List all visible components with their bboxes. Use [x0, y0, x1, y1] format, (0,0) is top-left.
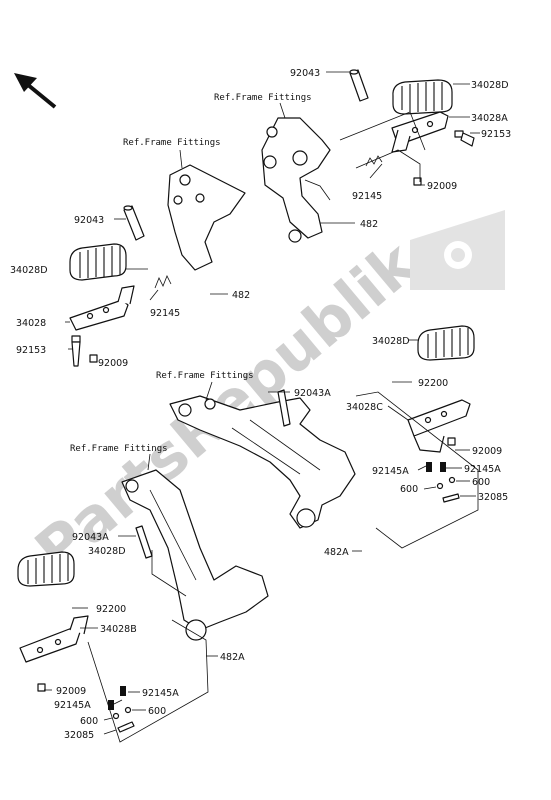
label-92009-left: 92009	[98, 358, 128, 369]
label-32085-mid: 32085	[478, 492, 508, 503]
rear-right-bracket	[169, 395, 356, 529]
label-34028C: 34028C	[346, 402, 383, 413]
bolt-92009-mid	[447, 437, 456, 446]
label-34028B: 34028B	[100, 624, 137, 635]
spring-92145-left	[154, 275, 172, 289]
footpeg-34028	[69, 285, 135, 331]
label-600-low-left: 600	[80, 716, 98, 727]
bolt-92153-top	[454, 130, 475, 147]
label-92043-top: 92043	[290, 68, 320, 79]
label-32085-low: 32085	[64, 730, 94, 741]
right-front-bracket	[261, 117, 331, 243]
pin-92043A-low	[135, 525, 153, 559]
washer-600-mid	[436, 476, 456, 490]
label-92145A-mid-right: 92145A	[464, 464, 501, 475]
label-92043A-mid: 92043A	[294, 388, 331, 399]
label-92145A-low-right: 92145A	[142, 688, 179, 699]
footpeg-rubber-34028D-low	[17, 551, 75, 587]
label-34028A: 34028A	[471, 113, 508, 124]
label-92153-top: 92153	[481, 129, 511, 140]
label-92200-mid: 92200	[418, 378, 448, 389]
bolt-92153-left	[71, 335, 81, 367]
left-front-bracket	[167, 164, 246, 271]
footpeg-rubber-34028D-top	[392, 79, 453, 115]
pin-92043-left	[123, 205, 145, 241]
label-92145-top: 92145	[352, 191, 382, 202]
label-34028: 34028	[16, 318, 46, 329]
pin-32085-mid	[442, 493, 460, 503]
washer-600-low	[112, 706, 132, 720]
label-34028D-left: 34028D	[10, 265, 48, 276]
label-482A-mid: 482A	[324, 547, 349, 558]
label-ref-frame-fittings-low: Ref.Frame Fittings	[70, 444, 168, 454]
label-92043A-low: 92043A	[72, 532, 109, 543]
bolt-92009-low	[37, 683, 46, 692]
label-92200-low: 92200	[96, 604, 126, 615]
label-34028D-low: 34028D	[88, 546, 126, 557]
collar-92145A-low	[108, 686, 126, 710]
label-92153-left: 92153	[16, 345, 46, 356]
footpeg-34028A	[391, 111, 449, 153]
footpeg-34028B	[19, 615, 89, 663]
pin-32085-low	[117, 721, 135, 733]
footpeg-rubber-34028D-mid	[417, 325, 475, 361]
label-600-mid-right: 600	[472, 477, 490, 488]
label-92043-left: 92043	[74, 215, 104, 226]
label-92009-top: 92009	[427, 181, 457, 192]
label-600-mid-left: 600	[400, 484, 418, 495]
label-92009-mid: 92009	[472, 446, 502, 457]
bolt-92009-top	[413, 177, 422, 186]
label-34028D-top: 34028D	[471, 80, 509, 91]
gear-watermark-icon	[410, 210, 505, 290]
footpeg-34028C	[407, 399, 471, 453]
label-92145-left: 92145	[150, 308, 180, 319]
pin-92043-top	[349, 69, 369, 102]
leader-lines	[44, 71, 480, 743]
bolt-92009-left	[89, 354, 98, 363]
part-labels: 92043 Ref.Frame Fittings 34028D 34028A 9…	[10, 68, 511, 741]
label-482-left: 482	[232, 290, 250, 301]
label-482A-low: 482A	[220, 652, 245, 663]
label-92145A-mid-left: 92145A	[372, 466, 409, 477]
pin-92043A-mid	[277, 389, 291, 427]
label-ref-frame-fittings-mid: Ref.Frame Fittings	[156, 371, 254, 381]
collar-92145A-mid	[426, 462, 446, 472]
label-482-top: 482	[360, 219, 378, 230]
label-ref-frame-fittings-top: Ref.Frame Fittings	[214, 93, 312, 103]
label-600-low-right: 600	[148, 706, 166, 717]
label-92145A-low-left: 92145A	[54, 700, 91, 711]
label-92009-low: 92009	[56, 686, 86, 697]
rear-left-bracket	[121, 469, 269, 641]
footpeg-rubber-34028D-left	[69, 243, 127, 281]
label-34028D-mid: 34028D	[372, 336, 410, 347]
label-ref-frame-fittings-left: Ref.Frame Fittings	[123, 138, 221, 148]
front-direction-arrow-icon	[14, 73, 57, 109]
